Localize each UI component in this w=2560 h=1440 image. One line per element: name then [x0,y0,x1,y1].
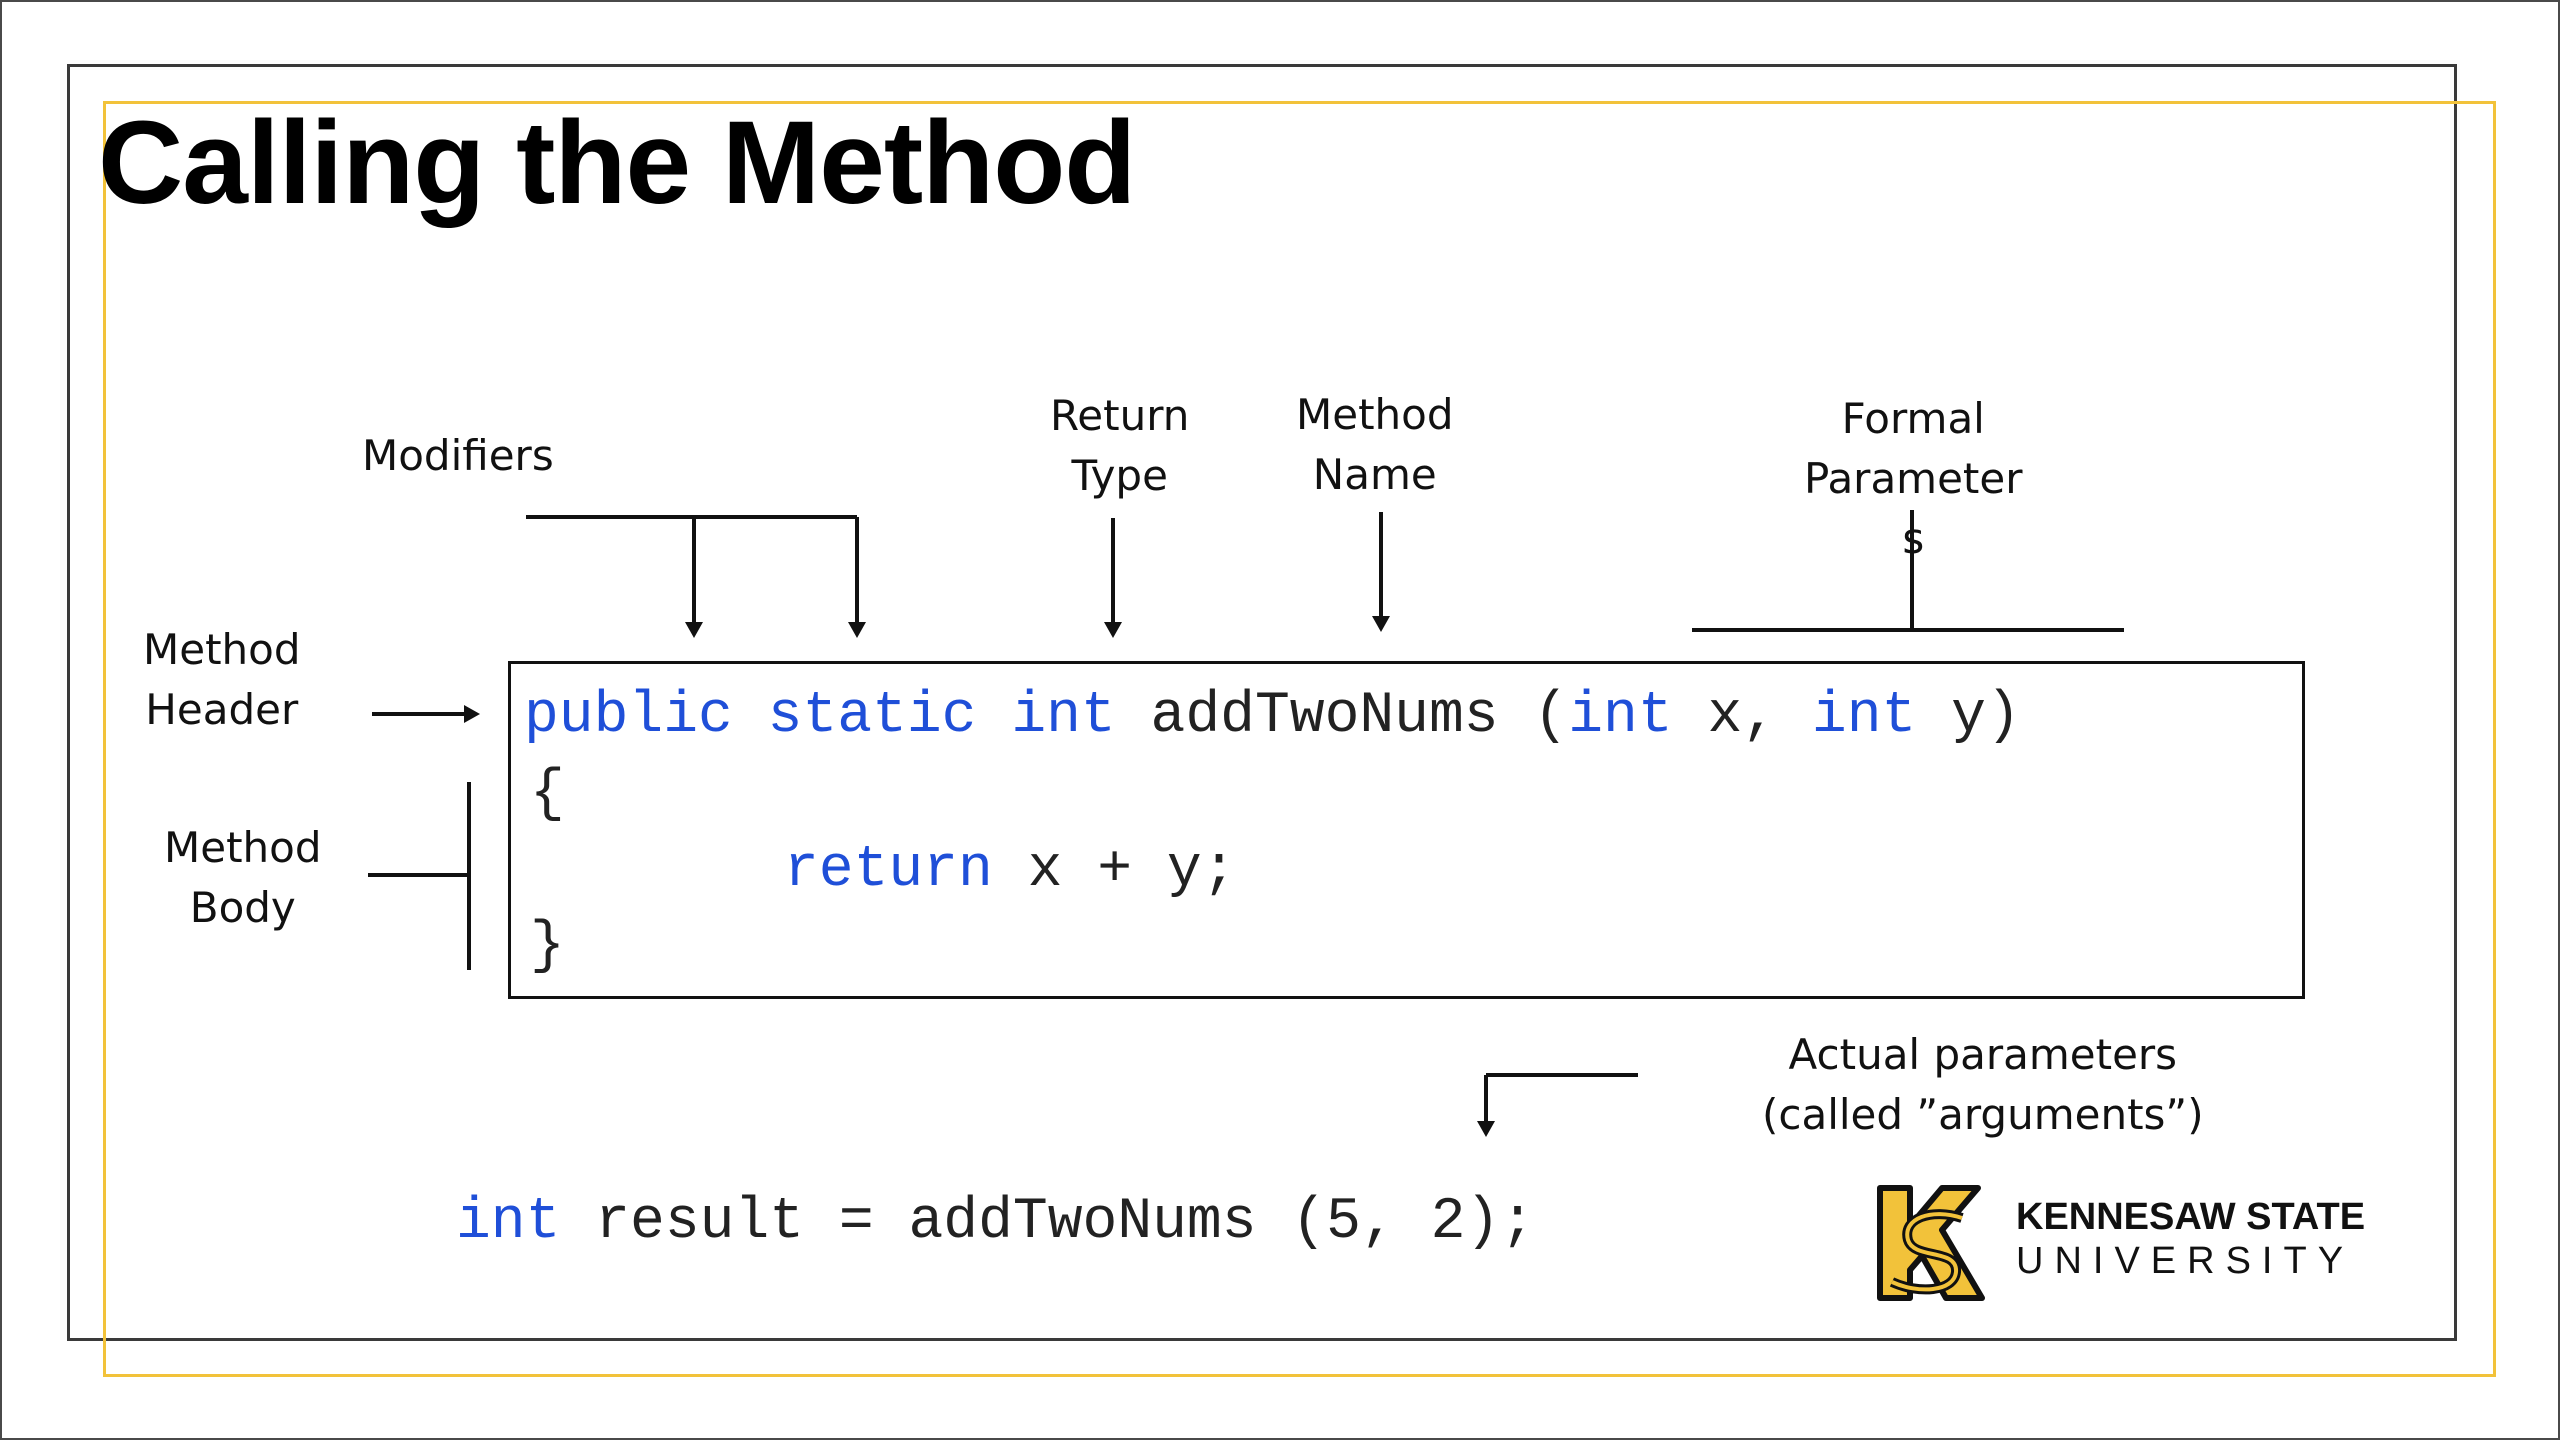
method-name-arrow [1372,512,1390,632]
method-code-box [508,661,2305,999]
label-formal-parameters: Formal Parameter s [1804,394,2023,563]
method-name-code: addTwoNums [1150,684,1499,749]
keyword-return: return [784,838,993,903]
method-header-code: public static int addTwoNums (int x, int… [524,688,2021,746]
label-method-name: Method Name [1296,390,1454,499]
param1-name: x, [1707,684,1778,749]
actual-parameters-arrow [1477,1073,1638,1137]
keyword-int-return: int [1011,684,1116,749]
modifiers-connector [526,515,866,638]
keyword-static: static [767,684,977,749]
method-header-arrow [372,705,480,723]
close-brace: } [530,914,565,979]
keyword-int-param2: int [1811,684,1917,749]
label-modifiers: Modifiers [362,431,554,480]
open-paren: ( [1533,684,1569,749]
open-brace: { [530,762,565,827]
accent-frame [103,101,2496,1377]
ksu-logo-icon [1877,1185,1985,1301]
label-actual-parameters: Actual parameters (called ”arguments”) [1762,1030,2204,1139]
label-method-header: Method Header [143,625,301,734]
return-expression: x + y; [1027,838,1237,903]
method-call-code: int result = addTwoNums (5, 2); [456,1194,1535,1252]
label-return-type: Return Type [1050,391,1190,500]
slide-frame [67,64,2457,1341]
logo-text-line1: KENNESAW STATE [2016,1196,2366,1238]
keyword-int-param1: int [1568,684,1673,749]
keyword-int-call: int [456,1190,561,1255]
param2-name: y) [1951,684,2021,749]
logo-text-line2: UNIVERSITY [2016,1240,2355,1282]
keyword-public: public [524,684,733,749]
label-method-body: Method Body [164,823,322,932]
slide-title: Calling the Method [98,97,1136,229]
method-call-rest: result = addTwoNums (5, 2); [595,1190,1535,1255]
return-type-arrow [1104,518,1122,638]
return-statement: return x + y; [784,842,1237,900]
formal-parameters-connector [1692,510,2124,632]
method-body-connector [368,782,471,970]
